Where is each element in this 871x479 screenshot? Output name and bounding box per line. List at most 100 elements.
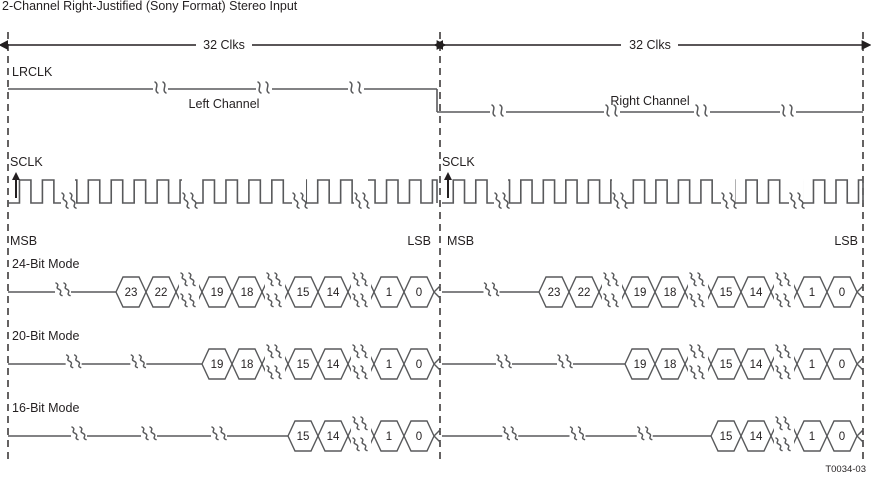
waveform-break-icon — [721, 192, 729, 209]
waveform-break-icon — [138, 354, 147, 369]
waveform-break-icon — [496, 354, 504, 369]
waveform-break-icon — [65, 354, 74, 369]
span-right-label: 32 Clks — [629, 38, 671, 52]
data-bit-label: 14 — [750, 431, 763, 443]
waveform-break-icon — [352, 293, 360, 308]
break-mask — [569, 433, 586, 439]
waveform-break-icon — [352, 416, 360, 431]
waveform-break-icon — [180, 272, 188, 287]
waveform-break-icon — [611, 272, 619, 287]
lsb-left-label: LSB — [407, 234, 431, 248]
tail-stub — [433, 429, 441, 437]
data-bit-label: 15 — [720, 287, 733, 299]
tail-stub — [433, 357, 441, 365]
break-mask — [71, 433, 87, 439]
tail-stub — [433, 285, 441, 293]
data-bit-label: 0 — [839, 287, 845, 299]
msb-left-label: MSB — [10, 234, 37, 248]
data-bit-label: 18 — [241, 359, 254, 371]
waveform-break-icon — [797, 192, 805, 209]
waveform-break-icon — [783, 293, 791, 308]
waveform-break-icon — [362, 192, 370, 209]
waveform-break-icon — [789, 192, 797, 209]
waveform-break-icon — [491, 282, 500, 297]
break-mask — [130, 361, 147, 367]
waveform-break-icon — [188, 272, 196, 287]
waveform-break-icon — [645, 426, 653, 441]
tail-stub — [856, 435, 864, 443]
waveform-break-icon — [352, 344, 360, 359]
data-bit-label: 18 — [664, 287, 677, 299]
waveform-break-icon — [360, 416, 368, 431]
waveform-break-icon — [510, 426, 518, 441]
waveform-break-icon — [266, 365, 274, 380]
break-mask — [211, 433, 227, 439]
waveform-break-icon — [569, 426, 578, 441]
tail-stub — [856, 291, 864, 299]
data-bit-label: 14 — [327, 287, 340, 299]
waveform-break-icon — [620, 192, 628, 209]
data-bit-label: 15 — [720, 359, 733, 371]
waveform-break-icon — [180, 293, 188, 308]
figure-code-label: T0034-03 — [825, 464, 866, 475]
data-bit-label: 0 — [416, 431, 422, 443]
data-bit-label: 14 — [327, 431, 340, 443]
data-bit-label: 19 — [211, 287, 224, 299]
lsb-right-label: LSB — [834, 234, 858, 248]
waveform-break-icon — [149, 426, 157, 441]
mode-label-16bit: 16-Bit Mode — [12, 401, 79, 415]
waveform-break-icon — [783, 344, 791, 359]
waveform-break-icon — [783, 437, 791, 452]
waveform-break-icon — [697, 272, 705, 287]
waveform-break-icon — [603, 272, 611, 287]
waveform-break-icon — [266, 344, 274, 359]
break-mask — [636, 433, 653, 439]
waveform-break-icon — [61, 192, 69, 209]
waveform-break-icon — [360, 365, 368, 380]
waveform-break-icon — [689, 365, 697, 380]
waveform-break-icon — [603, 293, 611, 308]
waveform-break-icon — [360, 293, 368, 308]
right-channel-label: Right Channel — [610, 94, 689, 108]
waveform-break-icon — [352, 437, 360, 452]
page-title: 2-Channel Right-Justified (Sony Format) … — [2, 0, 298, 13]
waveform-break-icon — [783, 416, 791, 431]
waveform-break-icon — [360, 344, 368, 359]
waveform-break-icon — [219, 426, 227, 441]
data-bit-label: 15 — [297, 431, 310, 443]
waveform-break-icon — [73, 354, 82, 369]
waveform-break-icon — [504, 354, 512, 369]
waveform-break-icon — [775, 365, 783, 380]
waveform-break-icon — [502, 192, 510, 209]
data-bit-label: 0 — [839, 359, 845, 371]
waveform-break-icon — [689, 344, 697, 359]
data-bit-label: 15 — [720, 431, 733, 443]
waveform-break-icon — [775, 344, 783, 359]
waveform-break-icon — [300, 192, 308, 209]
data-bit-label: 1 — [386, 431, 392, 443]
waveform-break-icon — [69, 192, 77, 209]
break-mask — [65, 361, 82, 367]
waveform-break-icon — [637, 426, 645, 441]
waveform-break-icon — [71, 426, 79, 441]
break-mask — [502, 433, 519, 439]
sclk-left-label: SCLK — [10, 155, 43, 169]
waveform-break-icon — [188, 293, 196, 308]
waveform-break-icon — [775, 293, 783, 308]
data-bit-label: 22 — [155, 287, 168, 299]
waveform-break-icon — [612, 192, 620, 209]
waveform-break-icon — [354, 192, 362, 209]
data-bit-label: 1 — [809, 359, 815, 371]
waveform-break-icon — [783, 272, 791, 287]
waveform-break-icon — [141, 426, 149, 441]
data-bit-label: 23 — [125, 287, 138, 299]
waveform-break-icon — [483, 282, 492, 297]
data-bit-label: 18 — [241, 287, 254, 299]
waveform-break-icon — [783, 365, 791, 380]
waveform-break-icon — [494, 192, 502, 209]
data-bit-label: 0 — [416, 359, 422, 371]
waveform-break-icon — [689, 293, 697, 308]
